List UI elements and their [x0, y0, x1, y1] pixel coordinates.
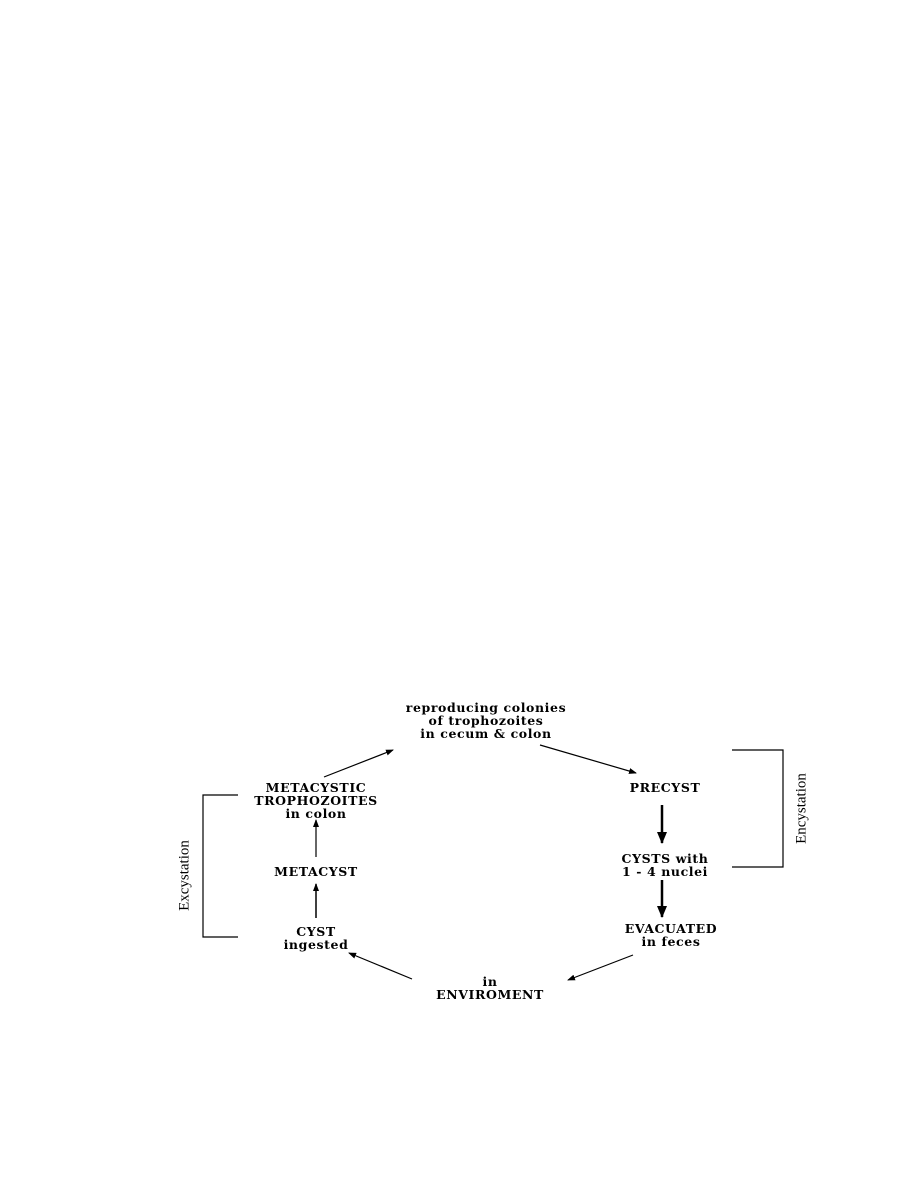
node-metacystic-trophozoites: METACYSTIC TROPHOZOITES in colon: [238, 781, 394, 820]
encystation-label: Encystation: [793, 773, 810, 844]
node-line: reproducing colonies: [405, 700, 567, 715]
node-cyst-ingested: CYST ingested: [268, 925, 364, 951]
node-line: in cecum & colon: [420, 726, 552, 741]
excystation-bracket: [202, 794, 238, 938]
node-line: 1 - 4 nuclei: [621, 864, 709, 879]
node-environment: in ENVIROMENT: [405, 975, 575, 1001]
arrow-evacuated-to-environment: [567, 954, 634, 981]
node-reproducing-colonies: reproducing colonies of trophozoites in …: [386, 701, 586, 740]
node-line: PRECYST: [629, 780, 701, 795]
excystation-label: Excystation: [176, 840, 193, 911]
node-metacyst: METACYST: [258, 865, 374, 878]
arrow-environment-to-cyst: [348, 952, 413, 980]
node-line: METACYSTIC: [265, 780, 367, 795]
node-line: CYSTS with: [621, 851, 709, 866]
node-line: in colon: [285, 806, 347, 821]
node-line: METACYST: [274, 864, 358, 879]
encystation-bracket: [732, 749, 784, 868]
node-line: ingested: [283, 937, 349, 952]
node-cysts: CYSTS with 1 - 4 nuclei: [600, 852, 730, 878]
node-line: ENVIROMENT: [436, 987, 544, 1002]
node-line: CYST: [296, 924, 336, 939]
node-precyst: PRECYST: [600, 781, 730, 794]
arrow-metacystic-to-reproducing: [323, 749, 394, 778]
node-line: in feces: [641, 934, 701, 949]
arrow-reproducing-to-precyst: [539, 744, 637, 774]
node-line: of trophozoites: [428, 713, 544, 728]
node-line: in: [482, 974, 498, 989]
node-line: TROPHOZOITES: [254, 793, 378, 808]
node-evacuated: EVACUATED in feces: [596, 922, 746, 948]
node-line: EVACUATED: [624, 921, 718, 936]
